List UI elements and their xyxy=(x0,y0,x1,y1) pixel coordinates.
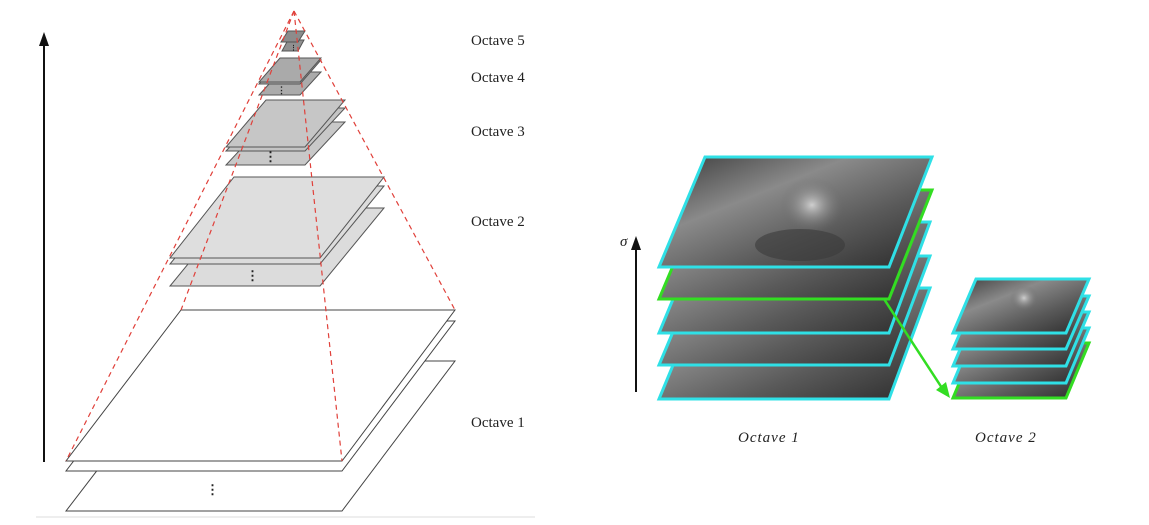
octave-3-label: Octave 3 xyxy=(471,124,525,140)
octave-1-caption: Octave 1 xyxy=(738,430,800,446)
octave-2-ellipsis: ⋮ xyxy=(246,268,259,283)
octave-4-planes: ⋮ xyxy=(259,58,321,95)
octave-5-planes: ⋮ xyxy=(281,31,305,52)
octave-stack-diagram: σ Octave 1 Octave 2 xyxy=(620,157,1089,446)
octave-4-label: Octave 4 xyxy=(471,70,525,86)
octave-2-label: Octave 2 xyxy=(471,214,525,230)
pyramid-diagram: ⋮ ⋮ ⋮ ⋮ ⋮ xyxy=(36,11,535,517)
octave-1-planes: ⋮ xyxy=(66,310,455,511)
octave-2-caption: Octave 2 xyxy=(975,430,1037,446)
octave-1-label: Octave 1 xyxy=(471,415,525,431)
portrait-body xyxy=(755,229,845,261)
octave-1-ellipsis: ⋮ xyxy=(206,482,219,497)
scale-axis-arrowhead xyxy=(39,32,49,46)
octave-5-ellipsis: ⋮ xyxy=(290,44,297,52)
downsample-arrowhead xyxy=(936,382,950,398)
sigma-axis-arrowhead xyxy=(631,236,641,250)
octave-2-stack xyxy=(953,279,1089,398)
portrait-face xyxy=(780,177,844,233)
portrait-face-small xyxy=(1010,285,1038,311)
octave-4-ellipsis: ⋮ xyxy=(277,85,286,95)
octave-5-label: Octave 5 xyxy=(471,33,525,49)
octave-1-stack xyxy=(659,157,932,399)
sigma-symbol: σ xyxy=(620,234,628,250)
octave-3-ellipsis: ⋮ xyxy=(264,149,277,164)
octave-2-planes: ⋮ xyxy=(170,177,384,286)
